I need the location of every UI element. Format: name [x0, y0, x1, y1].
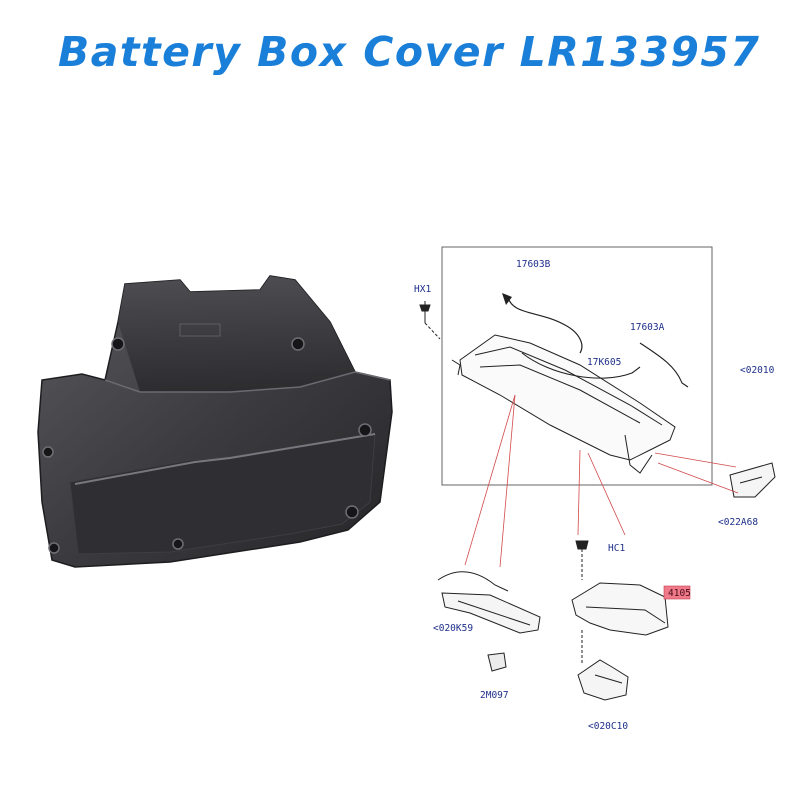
label-022a68: <022A68: [718, 517, 758, 528]
label-02010: <02010: [740, 365, 775, 376]
label-17603a: 17603A: [630, 322, 665, 333]
label-020c10: <020C10: [588, 721, 628, 732]
label-hx1: HX1: [414, 284, 431, 295]
label-2m097: 2M097: [480, 690, 509, 701]
cowl-panel-drawing: [451, 334, 676, 474]
label-020k59: <020K59: [433, 623, 473, 634]
battery-box-cover-drawing: [571, 582, 669, 665]
screw-hx1: [419, 301, 441, 340]
parts-diagram: 17603B HX1 17603A 17K605 <02010 <022A68 …: [414, 246, 776, 732]
cable-17k605: [521, 352, 641, 379]
battery-box-cover-photo: [37, 275, 393, 568]
screw-hc1: [575, 540, 589, 580]
label-4105: 4105: [668, 588, 691, 599]
cable-17603b: [507, 296, 583, 354]
label-17603b: 17603B: [516, 259, 551, 270]
cable-17603a: [639, 342, 689, 388]
page-title: Battery Box Cover LR133957: [58, 28, 761, 76]
diagram-frame: [441, 246, 713, 486]
label-17k605: 17K605: [587, 357, 621, 368]
label-hc1: HC1: [608, 543, 625, 554]
leader-lines: [464, 394, 739, 568]
highlight-4105: [663, 585, 691, 600]
clip-2m097: [487, 652, 507, 672]
bracket-020c10: [577, 659, 629, 701]
bracket-020k59: [437, 571, 541, 634]
bracket-022a68: [729, 462, 776, 498]
